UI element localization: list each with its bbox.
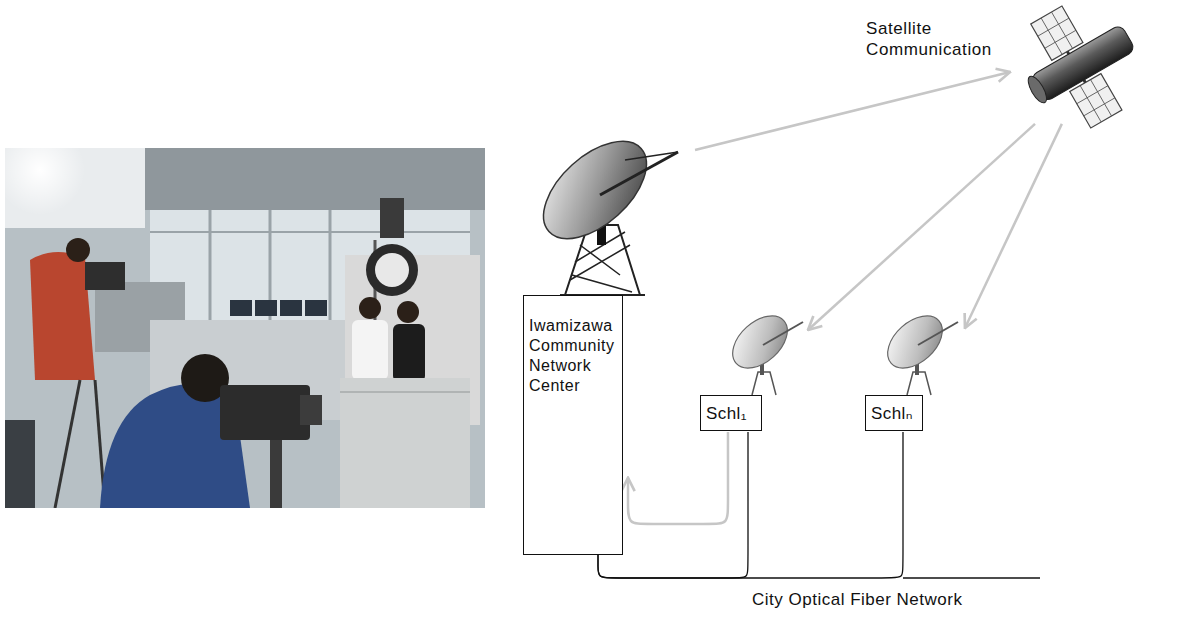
studio-photo [5, 148, 485, 508]
satellite-node: Satellite Communication [860, 8, 1172, 130]
studio-photo [393, 324, 425, 382]
box-outline: Schl₁ [700, 395, 762, 431]
satellite-dish [763, 322, 803, 345]
node-label: Iwamizawa Community Network Center [529, 316, 617, 396]
studio-photo [329, 210, 332, 320]
studio-photo [5, 148, 485, 508]
studio-photo [280, 300, 302, 316]
connector-group [598, 72, 1062, 578]
studio-photo [230, 300, 252, 316]
satellite-icon [1030, 24, 1136, 102]
satellite-dish [878, 306, 952, 379]
studio-photo [305, 300, 327, 316]
satellite-dish [752, 372, 776, 395]
studio-photo [375, 253, 409, 287]
satellite-dish [907, 372, 931, 395]
satellite-dish [723, 306, 803, 395]
studio-photo [366, 244, 418, 296]
network-label: City Optical Fiber Network [752, 590, 962, 610]
node-label: Schlₙ [871, 403, 913, 424]
signal-arrow [808, 124, 1035, 330]
network-center-box: Iwamizawa Community Network Center [523, 140, 698, 555]
studio-photo [340, 378, 470, 508]
satellite-dish [723, 306, 797, 379]
satellite-dish [526, 123, 664, 257]
studio-photo [352, 320, 388, 380]
studio-photo [270, 440, 282, 508]
signal-arrow [695, 72, 1010, 150]
studio-photo [359, 297, 381, 319]
studio-photo [380, 198, 404, 238]
studio-photo [340, 391, 470, 393]
box-outline: Iwamizawa Community Network Center [523, 295, 623, 555]
studio-photo [85, 262, 125, 290]
satellite-dish [526, 123, 678, 295]
school-box: Schlₙ [865, 312, 983, 432]
node-label: Schl₁ [706, 403, 747, 424]
studio-photo [220, 385, 310, 440]
studio-photo [55, 380, 80, 508]
node-label: Satellite Communication [866, 18, 1006, 61]
satellite-icon [1002, 0, 1158, 144]
studio-photo [5, 148, 85, 215]
studio-photo [397, 301, 419, 323]
satellite-dish [918, 322, 958, 345]
satellite-dish [600, 152, 678, 195]
satellite-dish [878, 306, 958, 395]
box-outline: Schlₙ [865, 395, 923, 431]
text-holder: Satellite Communication [866, 18, 1006, 61]
satellite-icon [1025, 74, 1050, 106]
studio-photo [5, 420, 35, 508]
signal-arrow [628, 432, 728, 524]
satellite-dish [625, 152, 678, 160]
studio-photo [300, 395, 322, 425]
fiber-line [903, 577, 1040, 578]
signal-arrow [965, 124, 1062, 328]
school-box: Schl₁ [700, 312, 818, 432]
fiber-line [598, 432, 903, 578]
studio-photo [66, 238, 90, 262]
studio-photo [150, 231, 470, 233]
studio-photo [209, 210, 212, 320]
studio-photo [255, 300, 277, 316]
